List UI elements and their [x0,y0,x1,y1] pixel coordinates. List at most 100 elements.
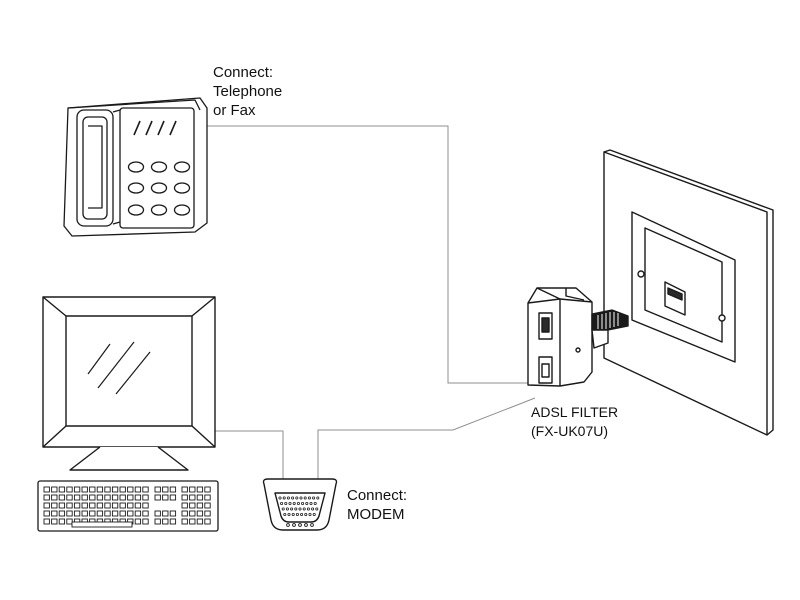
keyboard-key [196,510,204,517]
keyboard-key [43,518,50,525]
keyboard-key [134,502,142,509]
modem-vent-dot [288,501,292,505]
modem-vent-dot [312,496,316,500]
keyboard-key [154,494,161,501]
telephone-cable [205,125,536,384]
modem-vent-dot [304,513,308,517]
keyboard-icon [37,480,219,532]
modem-vent-dot [308,513,312,517]
keyboard-key [189,518,196,525]
keyboard-key [169,486,177,493]
keyboard-key [154,486,161,493]
keyboard-key [111,510,119,517]
keyboard-key [181,486,188,493]
keyboard-key [66,486,73,493]
adsl-filter-icon [527,287,629,387]
keyboard-key [96,502,104,509]
modem-vent-dot [283,513,287,517]
keyboard-key [142,518,149,525]
keyboard-key [51,486,58,493]
modem-vent-dot [286,496,290,500]
keyboard-key [89,486,96,493]
modem-vent-dot [290,507,294,511]
filter-label-line-2: (FX-UK07U) [531,423,609,439]
keyboard-key [81,494,88,501]
modem-vent-dot [311,507,315,511]
keyboard-key [169,494,177,501]
keyboard-key [43,494,50,501]
modem-vent-dot [295,496,299,500]
keyboard-key [89,494,96,501]
keyboard-key [43,502,50,509]
keyboard-key [181,510,188,517]
keyboard-key [127,486,134,493]
keyboard-key [134,510,142,517]
keyboard-key [58,486,66,493]
keyboard-key [127,502,134,509]
modem-vent-dot [307,496,311,500]
keyboard-key [66,502,73,509]
keyboard-key [81,486,88,493]
keyboard-key [104,502,111,509]
keyboard-key [119,502,126,509]
keyboard-key [204,502,211,509]
keyboard-key [73,494,81,501]
modem-vent-dot [301,501,305,505]
keyboard-key [89,502,96,509]
keyboard-key [73,486,81,493]
modem-label-line-2: MODEM [347,506,405,523]
modem-label: Connect: MODEM [347,486,407,524]
keyboard-key [111,502,119,509]
keyboard-key [154,510,161,517]
keyboard-key [81,502,88,509]
keyboard-key [71,521,133,528]
modem-vent-dot [282,496,286,500]
keyboard-key [51,502,58,509]
keyboard-key [169,510,177,517]
monitor-icon [42,296,216,471]
wall-socket-icon [603,149,774,436]
keyboard-key [111,494,119,501]
keyboard-key [104,510,111,517]
keyboard-key [181,502,188,509]
modem-vent-dot [291,513,295,517]
keyboard-key [66,494,73,501]
keyboard-key [189,510,196,517]
modem-vent-dot [284,501,288,505]
keyboard-key [127,494,134,501]
modem-vent-dot [309,501,313,505]
keyboard-key [181,494,188,501]
keyboard-key [142,510,149,517]
modem-icon [262,478,338,531]
keyboard-key [189,486,196,493]
modem-vent-dot [305,501,309,505]
keyboard-key [196,494,204,501]
keyboard-key [58,510,66,517]
modem-vent-dot [291,496,295,500]
keyboard-key [81,510,88,517]
keyboard-key [196,486,204,493]
modem-vent-dot [280,501,284,505]
modem-vent-dot [300,513,304,517]
keyboard-key [169,518,177,525]
keyboard-key [104,494,111,501]
keyboard-key [204,510,211,517]
keyboard-key [189,494,196,501]
keyboard-key [119,510,126,517]
modem-vent-dot [298,507,302,511]
keyboard-key [162,510,169,517]
keyboard-key [204,494,211,501]
modem-vent-dot [281,507,285,511]
telephone-label-line-3: or Fax [213,102,256,119]
keyboard-key [96,486,104,493]
keyboard-key [142,502,149,509]
keyboard-key [162,486,169,493]
keyboard-key [104,486,111,493]
keyboard-key [127,510,134,517]
telephone-label-line-1: Connect: [213,64,274,81]
modem-vents [278,496,320,517]
telephone-label-line-2: Telephone [213,83,283,100]
monitor-cable [215,430,284,490]
keyboard-key [142,494,149,501]
